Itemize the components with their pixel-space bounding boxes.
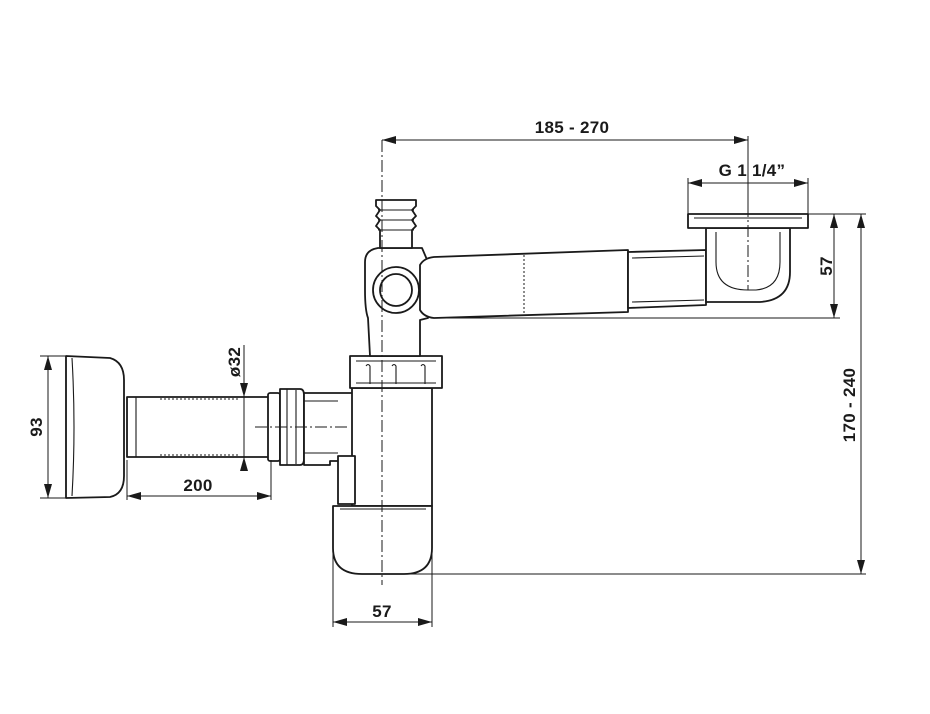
dimension-lines bbox=[40, 136, 866, 627]
telescopic-arm bbox=[419, 249, 707, 319]
pipe-length-label: 200 bbox=[183, 476, 212, 495]
union-nut bbox=[349, 355, 443, 389]
center-lines bbox=[255, 140, 749, 585]
thread-dimension-label: G 1 1/4” bbox=[719, 161, 786, 180]
cover-height-label: 93 bbox=[27, 417, 46, 437]
horizontal-pipe bbox=[126, 396, 272, 458]
height-dimension-label: 170 - 240 bbox=[840, 368, 859, 443]
trap-width-label: 57 bbox=[372, 602, 392, 621]
outlet-drop-dimension-label: 57 bbox=[817, 256, 836, 276]
hose-connector bbox=[375, 199, 417, 249]
wall-cover-plate bbox=[65, 355, 125, 499]
upper-tube bbox=[364, 247, 429, 357]
pipe-diameter-label: ø32 bbox=[225, 347, 244, 377]
length-dimension-label: 185 - 270 bbox=[535, 118, 610, 137]
dimension-arrows bbox=[44, 136, 865, 626]
